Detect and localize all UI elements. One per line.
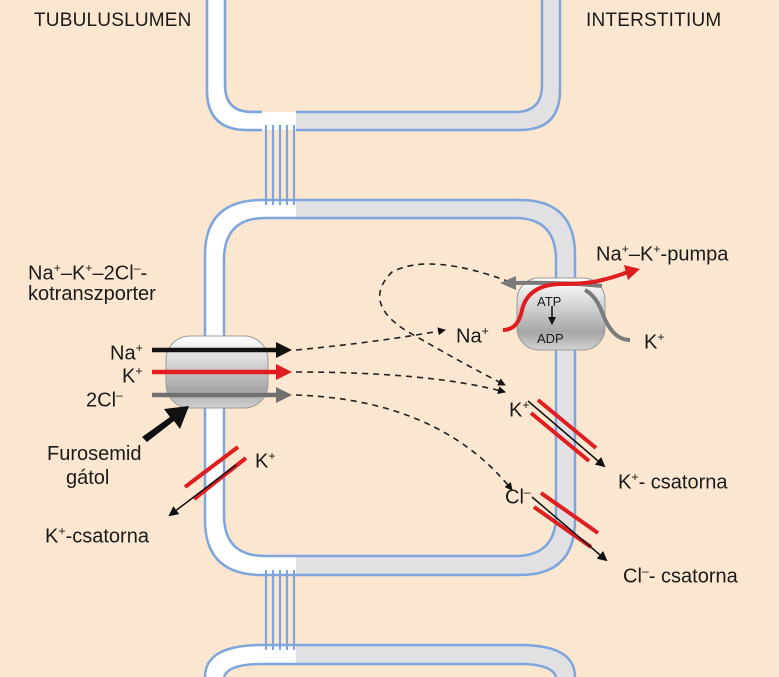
cotransporter-subtitle: kotranszporter — [28, 283, 156, 305]
luminal-k-ion: K+ — [255, 449, 276, 473]
basolateral-cl-arrow — [531, 496, 608, 562]
lumen-header: TUBULUSLUMEN — [34, 10, 192, 31]
tight-junction-upper — [264, 125, 296, 205]
channel-icon — [183, 445, 248, 501]
pump-atp-label: ATP — [537, 294, 562, 309]
pump-icon — [500, 265, 640, 351]
cotransporter-na-label: Na+ — [110, 341, 143, 365]
inhibition-arrow-icon — [142, 406, 189, 442]
cotransporter-k-label: K+ — [122, 364, 143, 388]
cotransporter-cl-label: 2Cl– — [86, 388, 123, 412]
basolateral-cl-ion: Cl– — [505, 485, 531, 509]
sodium-arrow-head — [276, 342, 292, 358]
cytoplasm-flows — [295, 263, 513, 491]
upper-cell — [205, 0, 562, 132]
basolateral-cl-channel-icon — [532, 491, 600, 549]
pump-title: Na+–K+-pumpa — [596, 242, 729, 266]
lower-cell — [203, 643, 577, 677]
luminal-k-arrow — [168, 464, 237, 517]
basolateral-k-arrow — [527, 400, 606, 468]
basolateral-k-ion: K+ — [509, 398, 530, 422]
pump-na-label: Na+ — [456, 324, 489, 348]
pump-adp-label: ADP — [537, 331, 564, 346]
basolateral-k-channel-icon — [529, 398, 598, 463]
chloride-arrow-head — [276, 387, 292, 403]
basolateral-k-channel-label: K+- csatorna — [618, 470, 728, 494]
basolateral-cl-channel-label: Cl–- csatorna — [623, 564, 738, 588]
cotransporter-title: Na+–K+–2Cl–- — [28, 261, 148, 285]
luminal-k-channel-label: K+-csatorna — [45, 524, 149, 548]
inhibitor-label: Furosemid — [47, 443, 142, 465]
tight-junction-lower — [264, 570, 296, 650]
interstitium-header: INTERSTITIUM — [586, 10, 722, 31]
potassium-arrow-head — [276, 364, 292, 380]
pump-k-label: K+ — [644, 330, 665, 354]
inhibitor-label-2: gátol — [66, 467, 110, 489]
